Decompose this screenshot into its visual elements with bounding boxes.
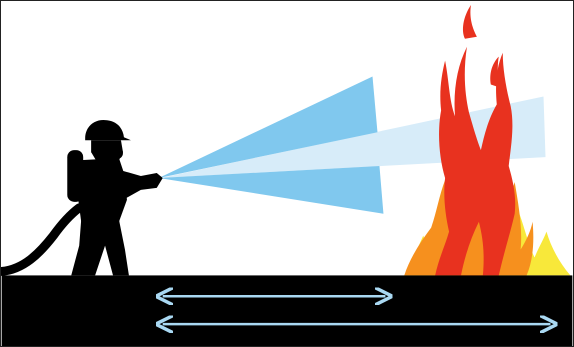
fire-hose-icon [2,208,80,272]
flame-tip [463,5,477,39]
firefighter-silhouette-icon [67,120,162,275]
arm-and-nozzle [113,168,163,200]
legs [71,220,129,276]
helmet [85,120,131,140]
breathing-mask [111,147,123,159]
ground [2,275,573,346]
